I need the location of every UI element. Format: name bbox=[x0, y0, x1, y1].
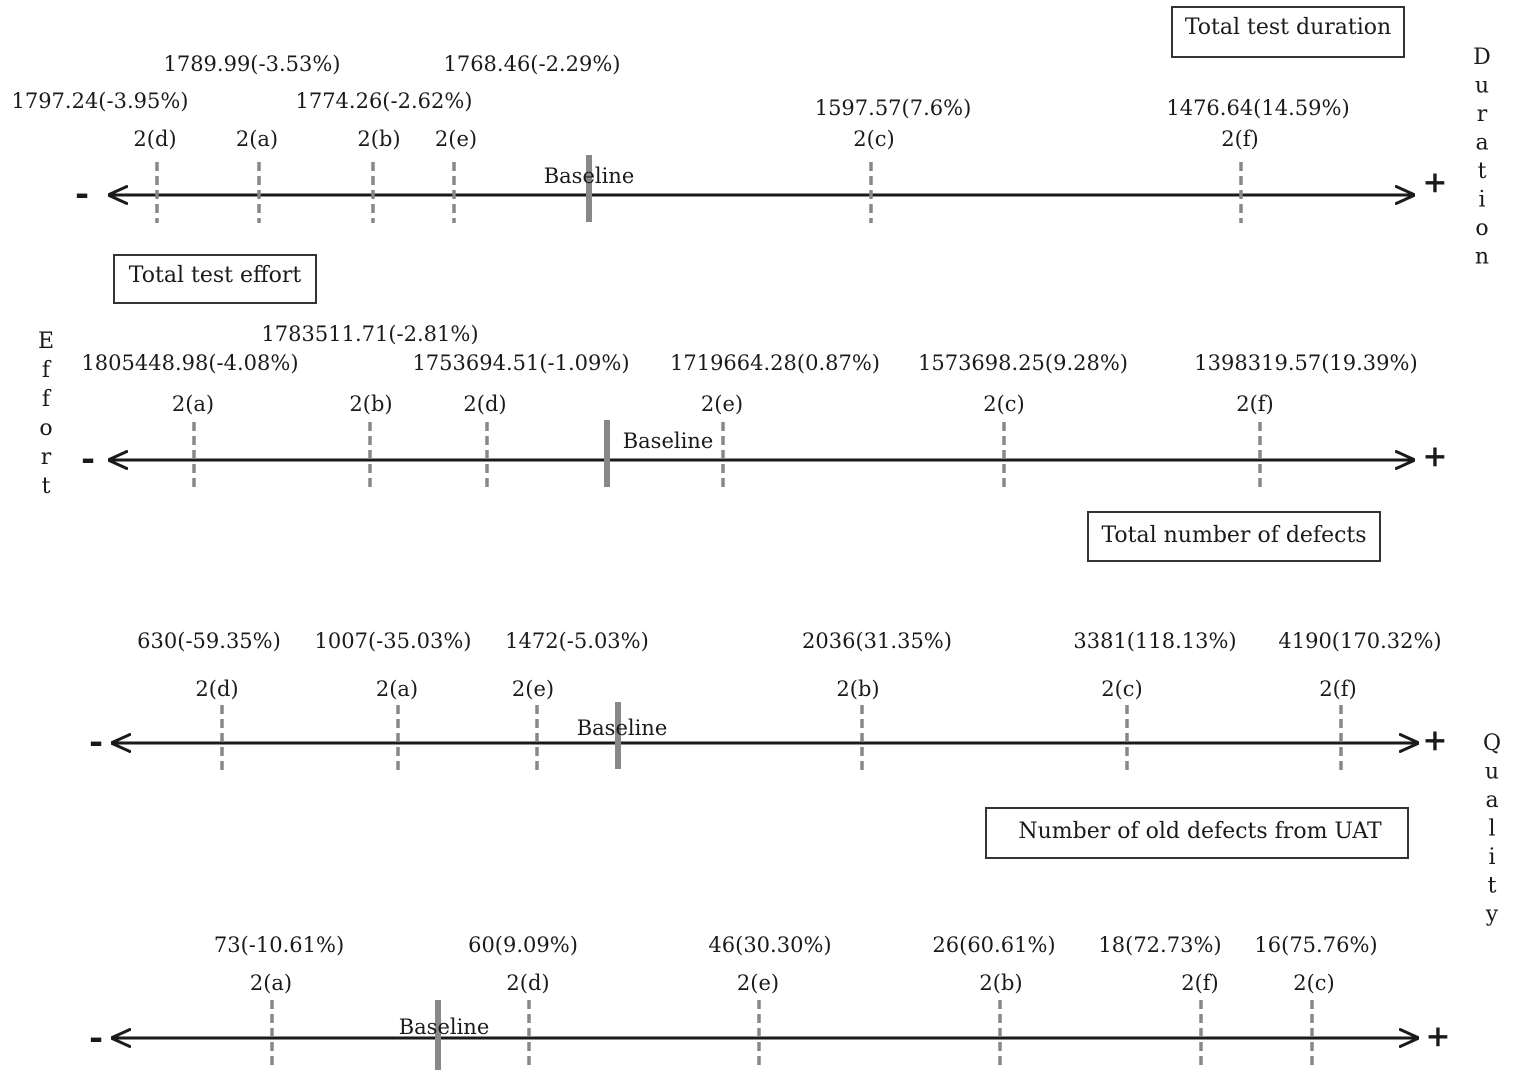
marker-id: 2(b) bbox=[979, 971, 1022, 995]
axis-minus-label: - bbox=[89, 722, 103, 762]
marker-value: 1768.46(-2.29%) bbox=[443, 52, 620, 76]
side-label-letter: o bbox=[39, 416, 52, 441]
axis-plus-label: + bbox=[1422, 439, 1447, 474]
marker-value: 3381(118.13%) bbox=[1073, 629, 1236, 653]
marker-id: 2(c) bbox=[1101, 677, 1143, 701]
marker-id: 2(d) bbox=[133, 127, 176, 151]
marker-value: 1573698.25(9.28%) bbox=[918, 351, 1128, 375]
side-label-letter: o bbox=[1475, 216, 1488, 241]
marker-value: 1476.64(14.59%) bbox=[1166, 96, 1349, 120]
marker-value: 1774.26(-2.62%) bbox=[295, 89, 472, 113]
marker-value: 630(-59.35%) bbox=[137, 629, 281, 653]
side-label-letter: u bbox=[1485, 760, 1499, 785]
side-label-letter: u bbox=[1475, 74, 1489, 99]
marker-id: 2(e) bbox=[737, 971, 779, 995]
side-label-letter: f bbox=[42, 387, 52, 412]
panel-effort: Total test effort - + Baseline 2(a) 1805… bbox=[81, 254, 1448, 490]
marker-id: 2(c) bbox=[853, 127, 895, 151]
marker-value: 16(75.76%) bbox=[1254, 933, 1377, 957]
panel-title: Number of old defects from UAT bbox=[1018, 819, 1382, 844]
panel-title-box bbox=[1087, 511, 1381, 562]
marker-id: 2(d) bbox=[506, 971, 549, 995]
panel-defects: Total number of defects - + Baseline 2(d… bbox=[89, 511, 1448, 770]
side-label-letter: a bbox=[1485, 788, 1498, 813]
marker-value: 1472(-5.03%) bbox=[505, 629, 649, 653]
marker-value: 1719664.28(0.87%) bbox=[670, 351, 880, 375]
marker-value: 2036(31.35%) bbox=[802, 629, 952, 653]
side-label-letter: i bbox=[1488, 845, 1495, 870]
axis-minus-label: - bbox=[75, 174, 89, 214]
axis-minus-label: - bbox=[89, 1018, 103, 1058]
marker-id: 2(e) bbox=[435, 127, 477, 151]
marker-value: 1753694.51(-1.09%) bbox=[412, 351, 629, 375]
marker-id: 2(f) bbox=[1236, 392, 1274, 416]
marker-id: 2(d) bbox=[195, 677, 238, 701]
panel-title-box bbox=[113, 254, 317, 304]
marker-id: 2(f) bbox=[1319, 677, 1357, 701]
marker-id: 2(b) bbox=[349, 392, 392, 416]
axis-plus-label: + bbox=[1425, 1019, 1450, 1054]
marker-id: 2(e) bbox=[701, 392, 743, 416]
axis-plus-label: + bbox=[1422, 165, 1447, 200]
side-label-letter: r bbox=[41, 445, 52, 470]
marker-id: 2(c) bbox=[983, 392, 1025, 416]
side-label-letter: a bbox=[1475, 131, 1488, 156]
panel-title: Total test duration bbox=[1185, 15, 1391, 40]
side-label-letter: y bbox=[1485, 902, 1499, 927]
side-label-letter: t bbox=[42, 474, 51, 499]
marker-id: 2(c) bbox=[1293, 971, 1335, 995]
marker-id: 2(e) bbox=[512, 677, 554, 701]
side-label-letter: n bbox=[1475, 245, 1489, 270]
panel-title-box bbox=[985, 807, 1409, 859]
axis-minus-label: - bbox=[81, 439, 95, 479]
marker-id: 2(b) bbox=[836, 677, 879, 701]
baseline-label: Baseline bbox=[577, 716, 668, 740]
marker-value: 60(9.09%) bbox=[468, 933, 578, 957]
marker-value: 1805448.98(-4.08%) bbox=[81, 351, 298, 375]
baseline-label: Baseline bbox=[399, 1015, 490, 1039]
marker-id: 2(b) bbox=[357, 127, 400, 151]
marker-id: 2(a) bbox=[376, 677, 418, 701]
marker-value: 1007(-35.03%) bbox=[315, 629, 472, 653]
marker-value: 1789.99(-3.53%) bbox=[163, 52, 340, 76]
side-label-letter: t bbox=[1488, 874, 1497, 899]
baseline-label: Baseline bbox=[544, 164, 635, 188]
marker-value: 4190(170.32%) bbox=[1278, 629, 1441, 653]
marker-id: 2(a) bbox=[250, 971, 292, 995]
side-label-letter: l bbox=[1488, 817, 1495, 842]
side-label-letter: f bbox=[42, 358, 52, 383]
panel-title: Total test effort bbox=[129, 263, 302, 288]
marker-value: 46(30.30%) bbox=[708, 933, 831, 957]
side-label-letter: E bbox=[38, 329, 54, 354]
marker-id: 2(d) bbox=[463, 392, 506, 416]
marker-value: 73(-10.61%) bbox=[214, 933, 344, 957]
axis-plus-label: + bbox=[1422, 723, 1447, 758]
marker-id: 2(a) bbox=[172, 392, 214, 416]
panel-duration: Total test duration - + Baseline 2(d) 17… bbox=[11, 6, 1448, 223]
marker-value: 1597.57(7.6%) bbox=[815, 96, 972, 120]
baseline-label: Baseline bbox=[623, 429, 714, 453]
marker-value: 26(60.61%) bbox=[932, 933, 1055, 957]
marker-value: 1783511.71(-2.81%) bbox=[261, 322, 478, 346]
panel-uat: Number of old defects from UAT - + Basel… bbox=[89, 807, 1451, 1070]
marker-id: 2(f) bbox=[1181, 971, 1219, 995]
side-label-letter: i bbox=[1478, 188, 1485, 213]
marker-value: 1398319.57(19.39%) bbox=[1194, 351, 1417, 375]
marker-value: 18(72.73%) bbox=[1098, 933, 1221, 957]
panel-title-box bbox=[1171, 6, 1405, 58]
side-label-letter: Q bbox=[1483, 731, 1501, 756]
side-label-letter: r bbox=[1477, 102, 1488, 127]
side-label-letter: t bbox=[1478, 159, 1487, 184]
marker-id: 2(f) bbox=[1221, 127, 1259, 151]
side-label-letter: D bbox=[1473, 45, 1491, 70]
marker-value: 1797.24(-3.95%) bbox=[11, 89, 188, 113]
marker-id: 2(a) bbox=[236, 127, 278, 151]
panel-title: Total number of defects bbox=[1101, 523, 1366, 548]
